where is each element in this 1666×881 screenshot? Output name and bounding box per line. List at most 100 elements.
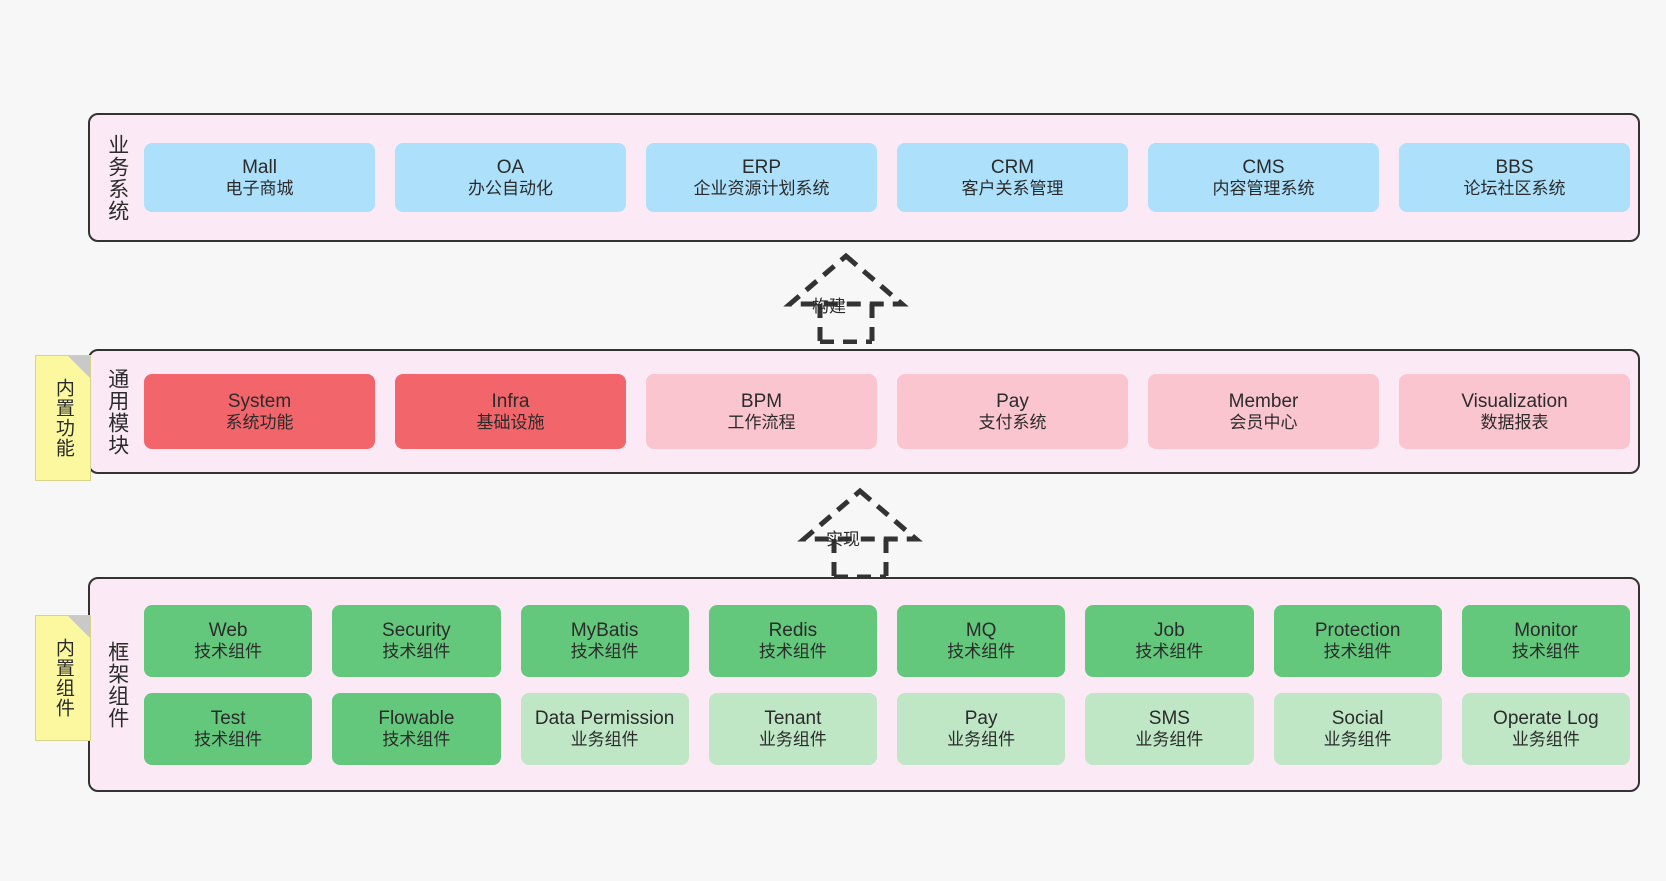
node-subtitle: 技术组件 <box>194 641 263 661</box>
node-system[interactable]: System 系统功能 <box>144 374 375 449</box>
node-web[interactable]: Web 技术组件 <box>144 604 313 677</box>
node-title: OA <box>496 156 525 178</box>
node-pay-module[interactable]: Pay 支付系统 <box>897 374 1128 449</box>
node-subtitle: 支付系统 <box>978 412 1047 432</box>
node-redis[interactable]: Redis 技术组件 <box>708 604 877 677</box>
note-label: 内置组件 <box>52 638 74 718</box>
node-subtitle: 系统功能 <box>225 412 294 432</box>
node-pay-component[interactable]: Pay 业务组件 <box>897 692 1066 765</box>
node-subtitle: 技术组件 <box>1323 641 1392 661</box>
node-subtitle: 办公自动化 <box>468 178 553 198</box>
node-cms[interactable]: CMS 内容管理系统 <box>1148 143 1379 212</box>
node-sms[interactable]: SMS 业务组件 <box>1085 692 1254 765</box>
node-subtitle: 技术组件 <box>570 641 639 661</box>
node-test[interactable]: Test 技术组件 <box>144 692 313 765</box>
node-row: System 系统功能 Infra 基础设施 BPM 工作流程 Pay 支付系统… <box>144 374 1630 449</box>
arrow-label-build: 构建 <box>812 297 846 316</box>
node-infra[interactable]: Infra 基础设施 <box>395 374 626 449</box>
node-visualization[interactable]: Visualization 数据报表 <box>1399 374 1630 449</box>
node-subtitle: 工作流程 <box>727 412 796 432</box>
note-fold-corner-icon <box>68 356 90 378</box>
node-oa[interactable]: OA 办公自动化 <box>395 143 626 212</box>
node-title: Pay <box>964 707 998 729</box>
node-subtitle: 会员中心 <box>1229 412 1298 432</box>
layer-title-business: 业务系统 <box>105 133 129 222</box>
node-member[interactable]: Member 会员中心 <box>1148 374 1379 449</box>
note-fold-corner-icon <box>68 616 90 638</box>
node-row: Web 技术组件 Security 技术组件 MyBatis 技术组件 Redi… <box>144 604 1630 677</box>
node-subtitle: 业务组件 <box>570 729 639 749</box>
layer-body-common: System 系统功能 Infra 基础设施 BPM 工作流程 Pay 支付系统… <box>144 351 1638 472</box>
node-social[interactable]: Social 业务组件 <box>1273 692 1442 765</box>
node-title: Web <box>208 619 248 641</box>
node-title: Tenant <box>764 707 822 729</box>
node-title: Test <box>210 707 246 729</box>
node-subtitle: 技术组件 <box>947 641 1016 661</box>
layer-title-common: 通用模块 <box>105 367 129 456</box>
node-job[interactable]: Job 技术组件 <box>1085 604 1254 677</box>
node-bbs[interactable]: BBS 论坛社区系统 <box>1399 143 1630 212</box>
node-subtitle: 客户关系管理 <box>961 178 1064 198</box>
node-mall[interactable]: Mall 电子商城 <box>144 143 375 212</box>
node-bpm[interactable]: BPM 工作流程 <box>646 374 877 449</box>
node-subtitle: 电子商城 <box>225 178 294 198</box>
node-subtitle: 业务组件 <box>1135 729 1204 749</box>
node-subtitle: 技术组件 <box>194 729 263 749</box>
node-title: Security <box>382 619 451 641</box>
node-subtitle: 基础设施 <box>476 412 545 432</box>
node-title: CRM <box>990 156 1035 178</box>
node-row: Mall 电子商城 OA 办公自动化 ERP 企业资源计划系统 CRM 客户关系… <box>144 143 1630 212</box>
layer-common-module: 通用模块 System 系统功能 Infra 基础设施 BPM 工作流程 Pay… <box>88 349 1640 474</box>
node-subtitle: 业务组件 <box>1323 729 1392 749</box>
node-subtitle: 技术组件 <box>382 729 451 749</box>
layer-body-business: Mall 电子商城 OA 办公自动化 ERP 企业资源计划系统 CRM 客户关系… <box>144 115 1638 240</box>
node-tenant[interactable]: Tenant 业务组件 <box>708 692 877 765</box>
note-builtin-component: 内置组件 <box>35 615 91 741</box>
note-label: 内置功能 <box>52 378 74 458</box>
node-operate-log[interactable]: Operate Log 业务组件 <box>1461 692 1630 765</box>
node-title: MyBatis <box>570 619 639 641</box>
node-subtitle: 技术组件 <box>1135 641 1204 661</box>
note-builtin-function: 内置功能 <box>35 355 91 481</box>
node-title: Mall <box>242 156 277 178</box>
node-title: Data Permission <box>534 707 675 729</box>
arrow-label-implement: 实现 <box>826 530 860 549</box>
generalization-arrow-implement-icon <box>797 487 923 579</box>
node-title: Member <box>1228 390 1299 412</box>
node-title: Operate Log <box>1493 707 1599 729</box>
node-subtitle: 业务组件 <box>947 729 1016 749</box>
node-title: Social <box>1331 707 1384 729</box>
node-crm[interactable]: CRM 客户关系管理 <box>897 143 1128 212</box>
node-subtitle: 内容管理系统 <box>1212 178 1315 198</box>
node-title: System <box>227 390 292 412</box>
node-subtitle: 业务组件 <box>758 729 827 749</box>
node-subtitle: 技术组件 <box>1511 641 1580 661</box>
node-title: SMS <box>1148 707 1190 729</box>
layer-title-framework: 框架组件 <box>105 640 129 729</box>
node-subtitle: 论坛社区系统 <box>1463 178 1566 198</box>
node-title: Redis <box>768 619 818 641</box>
node-flowable[interactable]: Flowable 技术组件 <box>332 692 501 765</box>
node-subtitle: 业务组件 <box>1511 729 1580 749</box>
layer-body-framework: Web 技术组件 Security 技术组件 MyBatis 技术组件 Redi… <box>144 579 1638 790</box>
node-monitor[interactable]: Monitor 技术组件 <box>1461 604 1630 677</box>
node-title: Monitor <box>1514 619 1578 641</box>
node-title: BBS <box>1495 156 1534 178</box>
node-subtitle: 技术组件 <box>758 641 827 661</box>
node-subtitle: 数据报表 <box>1480 412 1549 432</box>
generalization-arrow-build-icon <box>783 252 909 344</box>
node-mybatis[interactable]: MyBatis 技术组件 <box>520 604 689 677</box>
node-erp[interactable]: ERP 企业资源计划系统 <box>646 143 877 212</box>
node-subtitle: 企业资源计划系统 <box>693 178 830 198</box>
node-title: Job <box>1154 619 1185 641</box>
node-data-permission[interactable]: Data Permission 业务组件 <box>520 692 689 765</box>
layer-framework-component: 框架组件 Web 技术组件 Security 技术组件 MyBatis 技术组件… <box>88 577 1640 792</box>
node-subtitle: 技术组件 <box>382 641 451 661</box>
node-title: CMS <box>1242 156 1285 178</box>
node-title: BPM <box>740 390 783 412</box>
node-mq[interactable]: MQ 技术组件 <box>897 604 1066 677</box>
layer-business-system: 业务系统 Mall 电子商城 OA 办公自动化 ERP 企业资源计划系统 CRM… <box>88 113 1640 242</box>
node-protection[interactable]: Protection 技术组件 <box>1273 604 1442 677</box>
node-title: Protection <box>1314 619 1401 641</box>
node-security[interactable]: Security 技术组件 <box>332 604 501 677</box>
